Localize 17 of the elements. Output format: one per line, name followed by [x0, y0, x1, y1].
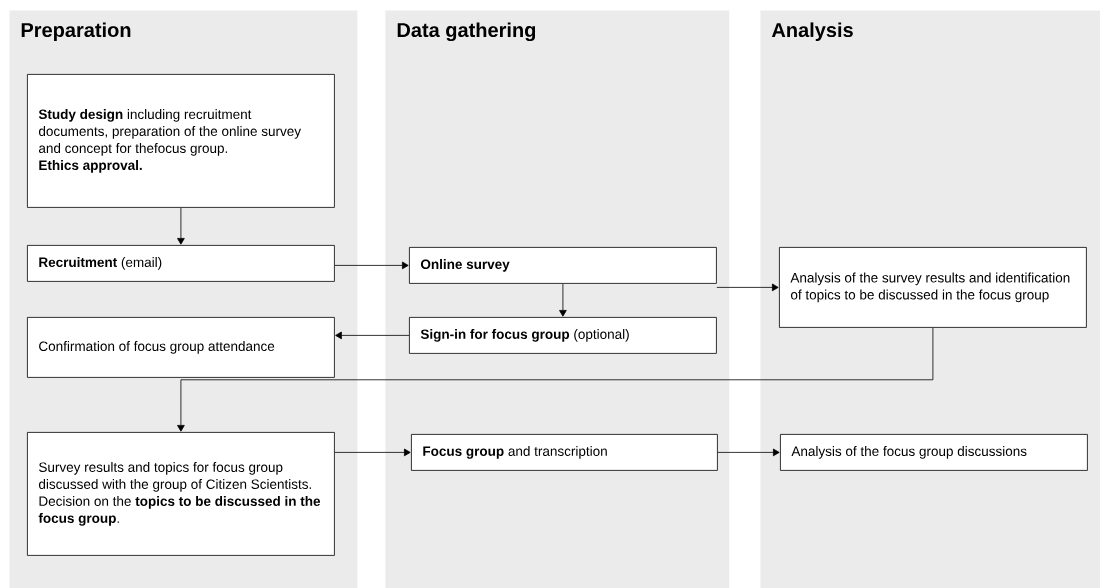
- arrow: [716, 283, 779, 292]
- process-box: Study design including recruitment documents, preparation of the online survey and concept for thefocus group. Ethics approval.: [27, 74, 335, 208]
- arrow: [559, 283, 567, 317]
- process-box: Focus group and transcription: [411, 434, 718, 471]
- arrow: [334, 448, 411, 457]
- process-box: Recruitment (email): [27, 245, 335, 282]
- process-box: Analysis of the focus group discussions: [780, 434, 1088, 471]
- arrow: [177, 327, 934, 432]
- process-box: Online survey: [409, 247, 717, 284]
- arrow: [177, 207, 185, 245]
- arrow: [335, 331, 410, 340]
- process-box: Sign-in for focus group (optional): [409, 317, 717, 354]
- process-box: Analysis of the survey results and identification of topics to be discussed in the focus group: [779, 247, 1087, 328]
- arrow: [717, 448, 780, 457]
- process-box: Survey results and topics for focus group discussed with the group of Citizen Scientists. Decision on the topics to be discussed in the focus group.: [27, 432, 335, 556]
- process-box: Confirmation of focus group attendance: [27, 317, 335, 378]
- arrow: [334, 261, 409, 270]
